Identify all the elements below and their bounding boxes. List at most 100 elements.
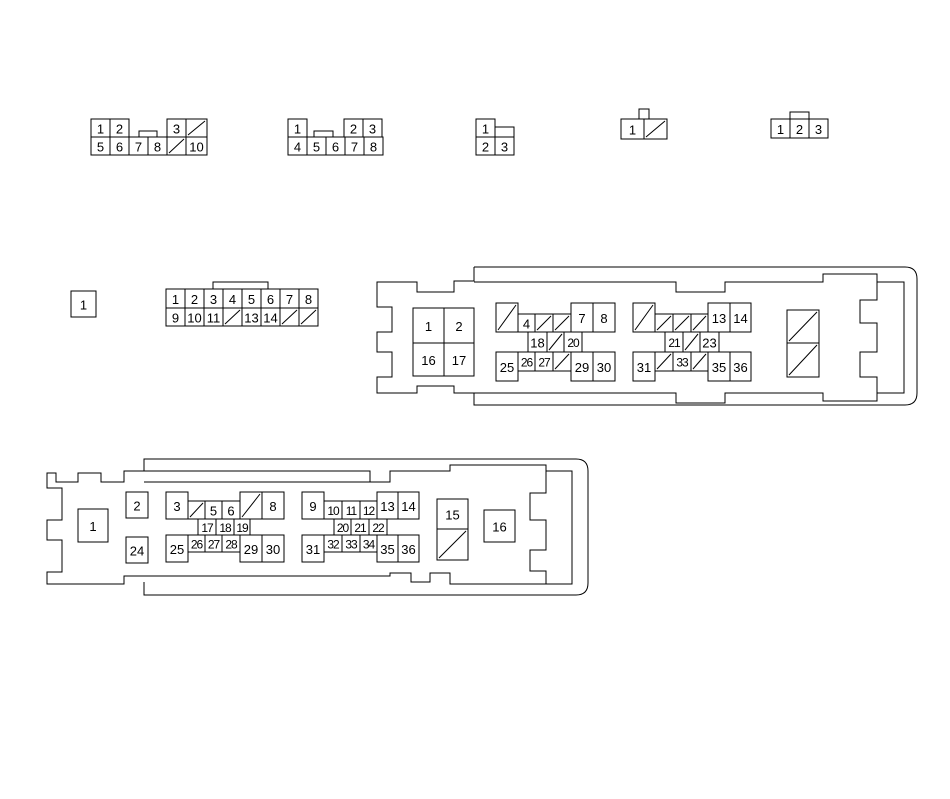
- pin-cavity: [592, 351, 616, 382]
- unused-cavity-slash-icon: [692, 353, 707, 370]
- unused-cavity-slash-icon: [554, 315, 570, 331]
- pin-number: 14: [401, 499, 415, 514]
- pin-number: 12: [363, 504, 376, 518]
- pin-cavity: [592, 302, 616, 333]
- pin-number: 18: [219, 521, 232, 535]
- pin-number: 6: [227, 504, 234, 519]
- pin-number: 31: [637, 360, 651, 375]
- pin-number: 2: [482, 140, 489, 155]
- connector-d: 1: [620, 118, 668, 140]
- unused-cavity-slash-icon: [187, 120, 206, 136]
- unused-cavity-slash-icon: [656, 353, 672, 370]
- pin-number: 22: [372, 521, 385, 535]
- pin-number: 9: [172, 311, 179, 326]
- connector-h-housing: [376, 266, 918, 406]
- pin-number: 16: [492, 520, 506, 535]
- pin-number: 34: [363, 538, 376, 552]
- pin-number: 10: [187, 311, 201, 326]
- pin-number: 5: [313, 140, 320, 155]
- pin-number: 21: [668, 336, 681, 350]
- pin-number: 2: [191, 292, 198, 307]
- pin-number: 10: [189, 140, 203, 155]
- unused-cavity-slash-icon: [224, 309, 241, 325]
- connector-f: 1: [70, 290, 97, 318]
- pin-number: 17: [452, 353, 466, 368]
- unused-cavity-slash-icon: [281, 309, 298, 325]
- pin-number: 7: [351, 140, 358, 155]
- pin-number: 8: [269, 499, 276, 514]
- pin-number: 6: [116, 140, 123, 155]
- pin-number: 14: [263, 311, 277, 326]
- connector-e-housing: [789, 111, 810, 120]
- connector-c-housing: [494, 126, 515, 138]
- pin-number: 14: [733, 311, 747, 326]
- pin-number: 1: [629, 123, 636, 138]
- pin-number: 30: [597, 360, 611, 375]
- pin-number: 13: [712, 311, 726, 326]
- pin-number: 8: [154, 140, 161, 155]
- unused-cavity-slash-icon: [788, 311, 818, 342]
- pin-number: 20: [567, 336, 580, 350]
- pin-number: 20: [337, 521, 350, 535]
- pin-number: 6: [267, 292, 274, 307]
- pin-cavity: [125, 536, 149, 564]
- pin-number: 1: [97, 122, 104, 137]
- pin-number: 23: [702, 336, 716, 351]
- pin-number: 18: [530, 336, 544, 351]
- pin-number: 9: [309, 499, 316, 514]
- pin-number: 33: [676, 356, 689, 370]
- pin-number: 29: [575, 360, 589, 375]
- unused-cavity-slash-icon: [536, 315, 552, 331]
- pin-number: 24: [130, 544, 144, 559]
- pin-cavity: [729, 302, 752, 333]
- pin-number: 27: [208, 538, 221, 552]
- pin-number: 2: [350, 122, 357, 137]
- pin-number: 35: [380, 542, 394, 557]
- pin-cavity: [261, 534, 285, 563]
- pin-cavity: [443, 307, 475, 344]
- pin-number: 15: [445, 508, 459, 523]
- pin-number: 16: [421, 353, 435, 368]
- pin-number: 2: [116, 122, 123, 137]
- pin-number: 7: [578, 311, 585, 326]
- pin-number: 10: [327, 504, 340, 518]
- pin-number: 19: [236, 521, 249, 535]
- unused-cavity-slash-icon: [168, 138, 185, 154]
- unused-cavity-slash-icon: [438, 530, 467, 559]
- pin-number: 1: [425, 319, 432, 334]
- unused-cavity-slash-icon: [634, 304, 654, 331]
- pin-cavity: [261, 491, 285, 520]
- pin-cavity: [363, 136, 384, 156]
- pin-number: 25: [500, 360, 514, 375]
- pin-number: 32: [327, 538, 340, 552]
- pin-cavity: [808, 118, 829, 139]
- pin-number: 11: [207, 311, 221, 326]
- unused-cavity-slash-icon: [497, 304, 517, 331]
- pin-number: 3: [815, 122, 822, 137]
- pin-number: 5: [248, 292, 255, 307]
- unused-cavity-slash-icon: [189, 502, 204, 518]
- pin-cavity: [125, 491, 149, 519]
- unused-cavity-slash-icon: [656, 315, 672, 331]
- pin-number: 6: [332, 140, 339, 155]
- pin-cavity: [397, 534, 420, 563]
- pin-number: 11: [346, 504, 358, 518]
- pin-number: 29: [244, 542, 258, 557]
- unused-cavity-slash-icon: [300, 309, 317, 325]
- pin-number: 3: [173, 122, 180, 137]
- pin-number: 17: [201, 521, 214, 535]
- connector-a-housing: [138, 130, 158, 138]
- pin-number: 4: [229, 292, 236, 307]
- pin-number: 3: [501, 140, 508, 155]
- pin-number: 1: [482, 122, 489, 137]
- unused-cavity-slash-icon: [684, 333, 699, 351]
- pin-number: 30: [266, 542, 280, 557]
